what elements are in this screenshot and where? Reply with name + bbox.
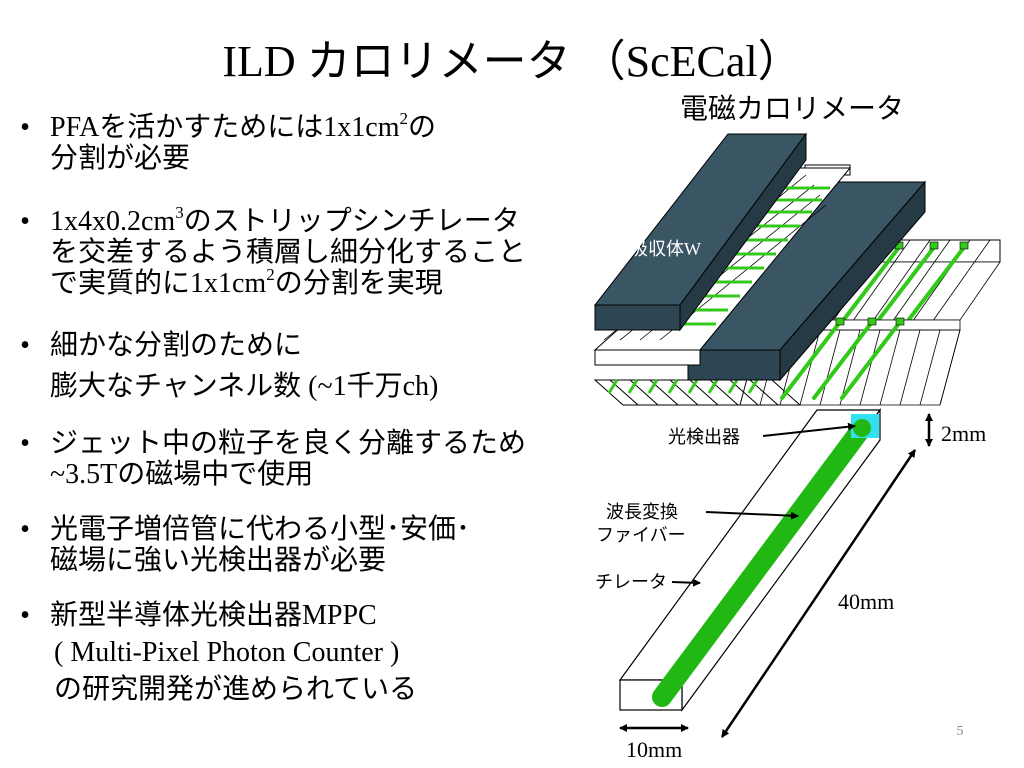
photodetector-label: 光検出器 <box>668 427 740 447</box>
ecal-diagram: 電磁カロリメータ <box>593 93 1001 406</box>
bullet-line: 光電子増倍管に代わる小型･安価･ <box>50 514 471 545</box>
wls-fiber-label-1: 波長変換 <box>606 502 678 522</box>
bullet-marker: • <box>20 206 30 237</box>
bullet-text: 細かな分割のために 膨大なチャンネル数 (~1千万ch) <box>50 330 590 402</box>
bullet-line: 磁場に強い光検出器が必要 <box>50 545 387 576</box>
bullet-line: ~3.5Tの磁場中で使用 <box>50 459 314 490</box>
bullet-line: 分割が必要 <box>50 143 191 174</box>
bullet-line: を交差するよう積層し細分化すること <box>50 237 527 268</box>
ecal-caption: 電磁カロリメータ <box>680 93 904 125</box>
photodetector-arrow <box>762 422 856 437</box>
length-dimension <box>720 449 917 738</box>
absorber-plate <box>686 180 927 382</box>
bullet-marker: • <box>20 514 30 545</box>
bullet-text: ジェット中の粒子を良く分離するため ~3.5Tの磁場中で使用 <box>50 428 590 490</box>
bullet-line: 膨大なチャンネル数 (~1千万ch) <box>50 371 439 402</box>
bullet-text: 新型半導体光検出器MPPC ( Multi-Pixel Photon Count… <box>50 600 590 705</box>
bullet-marker: • <box>20 112 30 143</box>
page-number: 5 <box>956 724 964 739</box>
width-label: 10mm <box>626 737 682 762</box>
bullet-marker: • <box>20 428 30 459</box>
bullet-line: PFAを活かすためには1x1cm2の <box>50 109 437 143</box>
absorber-plate-labelled: 吸収体W <box>593 132 807 332</box>
thickness-label: 2mm <box>941 421 986 446</box>
lower-scintillator-layer <box>593 379 802 406</box>
wls-fiber-label-2: ファイバー <box>596 525 686 545</box>
bullet-line: の研究開発が進められている <box>54 674 418 705</box>
bullet-line: 細かな分割のために <box>50 330 303 361</box>
bullet-line: 新型半導体光検出器MPPC <box>50 600 377 631</box>
wls-fiber <box>652 418 872 707</box>
bullet-marker: • <box>20 600 30 631</box>
bullet-line: ジェット中の粒子を良く分離するため <box>50 428 527 459</box>
strip-diagram <box>618 408 933 738</box>
bullet-text: 光電子増倍管に代わる小型･安価･ 磁場に強い光検出器が必要 <box>50 514 590 576</box>
scintillator-arrow <box>671 578 701 587</box>
length-label: 40mm <box>838 589 894 614</box>
scintillator-label: チレータ <box>595 572 667 592</box>
bullet-line: 1x4x0.2cm3のストリップシンチレータ <box>50 203 520 237</box>
bullet-text: PFAを活かすためには1x1cm2の 分割が必要 <box>50 109 590 174</box>
bullet-marker: • <box>20 330 30 361</box>
bullet-line: で実質的に1x1cm2の分割を実現 <box>50 265 443 299</box>
page-title: ILD カロリメータ （ScECal） <box>222 37 802 86</box>
bullet-line: ( Multi-Pixel Photon Counter ) <box>54 637 400 668</box>
absorber-label: 吸収体W <box>630 239 701 259</box>
bullet-text: 1x4x0.2cm3のストリップシンチレータ を交差するよう積層し細分化すること… <box>50 203 590 299</box>
